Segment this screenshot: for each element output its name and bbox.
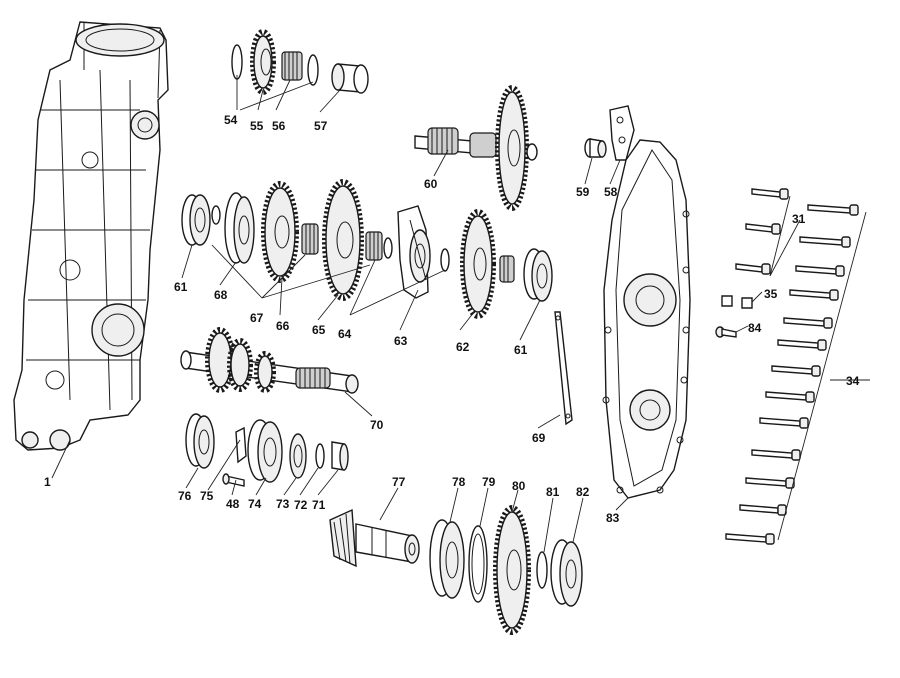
callout-76: 76 [178,489,192,503]
callout-54: 54 [224,113,238,127]
part-67-needle-bearing [301,223,319,255]
part-69-link-rod [554,311,573,426]
callout-56: 56 [272,119,286,133]
part-74-bearing [247,419,283,483]
part-80-bevel-gear [493,505,531,635]
part-64-bearings-washers [365,231,450,272]
part-71-collar [331,441,349,471]
callout-84: 84 [748,321,762,335]
part-72-washer [315,443,325,469]
callout-71: 71 [312,498,326,512]
callout-72: 72 [294,498,308,512]
part-62-gear [460,209,515,319]
part-82-bearing [550,539,583,607]
part-65-gear [322,179,364,301]
callout-1: 1 [44,475,51,489]
callout-57: 57 [314,119,328,133]
callout-82: 82 [576,485,590,499]
callout-78: 78 [452,475,466,489]
leader-lines [51,75,870,553]
callout-48: 48 [226,497,240,511]
callout-66: 66 [276,319,290,333]
part-48-bolt [222,473,245,487]
callout-labels: 1 31 34 35 48 54 55 56 57 58 59 60 61 61… [44,113,860,525]
callout-60: 60 [424,177,438,191]
callout-65: 65 [312,323,326,337]
callout-74: 74 [248,497,262,511]
bolt-column [725,188,859,545]
part-55-small-gear [250,29,276,95]
callout-70: 70 [370,418,384,432]
callout-69: 69 [532,431,546,445]
part-75-plate [235,426,247,464]
callout-34: 34 [846,374,860,388]
part-57-bushing [331,63,369,94]
part-54-circlip [231,44,319,86]
part-58-lever-plate [609,105,635,161]
part-83-right-cover [602,139,691,499]
part-70-main-shaft [180,327,359,394]
callout-62: 62 [456,340,470,354]
part-84-screw [715,326,737,338]
part-68-gear-bearing [211,192,255,264]
callout-59: 59 [576,185,590,199]
callout-63: 63 [394,334,408,348]
callout-83: 83 [606,511,620,525]
callout-68: 68 [214,288,228,302]
part-61-bearing-left [181,194,211,246]
part-59-pin [584,138,607,158]
callout-61-left: 61 [174,280,188,294]
part-79-shim [468,525,488,603]
part-77-bevel-pinion-shaft [329,508,420,568]
part-35-dowel-pins [721,295,753,309]
callout-58: 58 [604,185,618,199]
part-81-circlip [536,551,548,589]
part-60-countershaft [414,85,538,211]
callout-77: 77 [392,475,406,489]
callout-81: 81 [546,485,560,499]
callout-55: 55 [250,119,264,133]
part-61-bearing-right [523,248,553,302]
part-56-needle-bearing [281,51,303,81]
callout-61-right: 61 [514,343,528,357]
callout-75: 75 [200,489,214,503]
callout-80: 80 [512,479,526,493]
callout-73: 73 [276,497,290,511]
callout-79: 79 [482,475,496,489]
callout-64: 64 [338,327,352,341]
part-78-bearing [429,519,465,599]
part-66-gear [261,181,299,283]
callout-31: 31 [792,212,806,226]
part-76-bearing [185,413,215,469]
callout-67: 67 [250,311,264,325]
callout-35: 35 [764,287,778,301]
crankcase-left-half [13,21,169,451]
part-73-seal [289,433,307,479]
